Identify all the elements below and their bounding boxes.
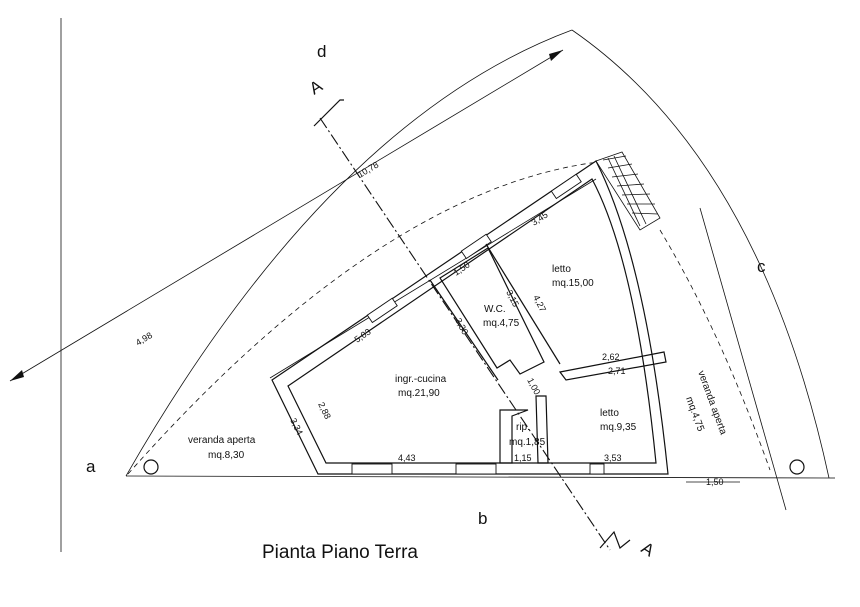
section-label-top: A <box>306 76 326 98</box>
house-outer-wall <box>271 160 669 475</box>
window-top-3 <box>550 173 582 200</box>
section-mark-bottom <box>599 530 631 549</box>
corner-label-d: d <box>317 42 326 61</box>
hatched-stair <box>595 151 661 231</box>
room-closet-name: rip. <box>516 422 530 433</box>
base-line <box>125 475 830 479</box>
house-inner-wall <box>287 178 657 464</box>
window-top-1 <box>366 297 398 324</box>
plan-title: Pianta Piano Terra <box>262 542 418 563</box>
closet-walls <box>499 409 529 464</box>
dim-3-34: 3,34 <box>288 416 305 436</box>
outer-arc-left <box>125 29 573 477</box>
section-axis <box>319 117 611 551</box>
dim-4-27: 4,27 <box>531 293 548 313</box>
window-top-2 <box>460 233 492 260</box>
dim-4-43: 4,43 <box>398 453 416 463</box>
dim-3-30: 3,30 <box>453 316 470 336</box>
dim-2-71: 2,71 <box>608 366 626 376</box>
bedroom-divider <box>558 351 667 381</box>
dim-2-62: 2,62 <box>602 352 620 362</box>
dim-3-53: 3,53 <box>604 453 622 463</box>
room-wc-name: W.C. <box>484 304 506 315</box>
dim-2-88: 2,88 <box>316 400 333 420</box>
dim-5-03: 5,03 <box>353 327 373 345</box>
room-veranda1-area: mq.8,30 <box>208 450 245 461</box>
room-bedroom2-name: letto <box>600 408 619 419</box>
corner-label-c: c <box>757 257 766 276</box>
outer-arc-right <box>571 29 830 479</box>
room-veranda2-area: mq.4,75 <box>683 395 706 433</box>
dim-1-15: 1,15 <box>514 453 532 463</box>
room-bedroom1-area: mq.15,00 <box>552 278 594 289</box>
column-mark-right <box>789 459 805 475</box>
corner-label-b: b <box>478 509 487 528</box>
boundary-line-right <box>699 207 787 511</box>
arrow-right <box>549 50 563 61</box>
room-bedroom2-area: mq.9,35 <box>600 422 637 433</box>
corner-label-a: a <box>86 457 96 476</box>
dim-3-15: 3,15 <box>504 288 521 308</box>
room-wc-area: mq.4,75 <box>483 318 520 329</box>
room-closet-area: mq.1,85 <box>509 437 546 448</box>
dashed-arc <box>127 161 599 475</box>
section-label-bottom: A <box>638 538 658 560</box>
partition-wall-1 <box>429 279 499 381</box>
section-mark-top <box>313 99 344 127</box>
door-bottom-2 <box>455 463 497 475</box>
column-mark-left <box>143 459 159 475</box>
dim-4-98: 4,98 <box>134 330 154 348</box>
door-bottom-3 <box>589 463 605 475</box>
dim-1-00: 1,00 <box>525 376 542 396</box>
dim-3-45: 3,45 <box>530 210 550 228</box>
door-bottom-1 <box>351 463 393 475</box>
room-bedroom1-name: letto <box>552 264 571 275</box>
room-kitchen-name: ingr.-cucina <box>395 374 447 385</box>
room-veranda1-name: veranda aperta <box>188 435 256 446</box>
arrow-left <box>10 370 24 381</box>
closet-walls-right <box>535 395 549 464</box>
room-kitchen-area: mq.21,90 <box>398 388 440 399</box>
dashed-arc-right <box>659 229 771 471</box>
partition-wall-2 <box>485 243 561 365</box>
dimension-line-10-78 <box>9 49 564 382</box>
